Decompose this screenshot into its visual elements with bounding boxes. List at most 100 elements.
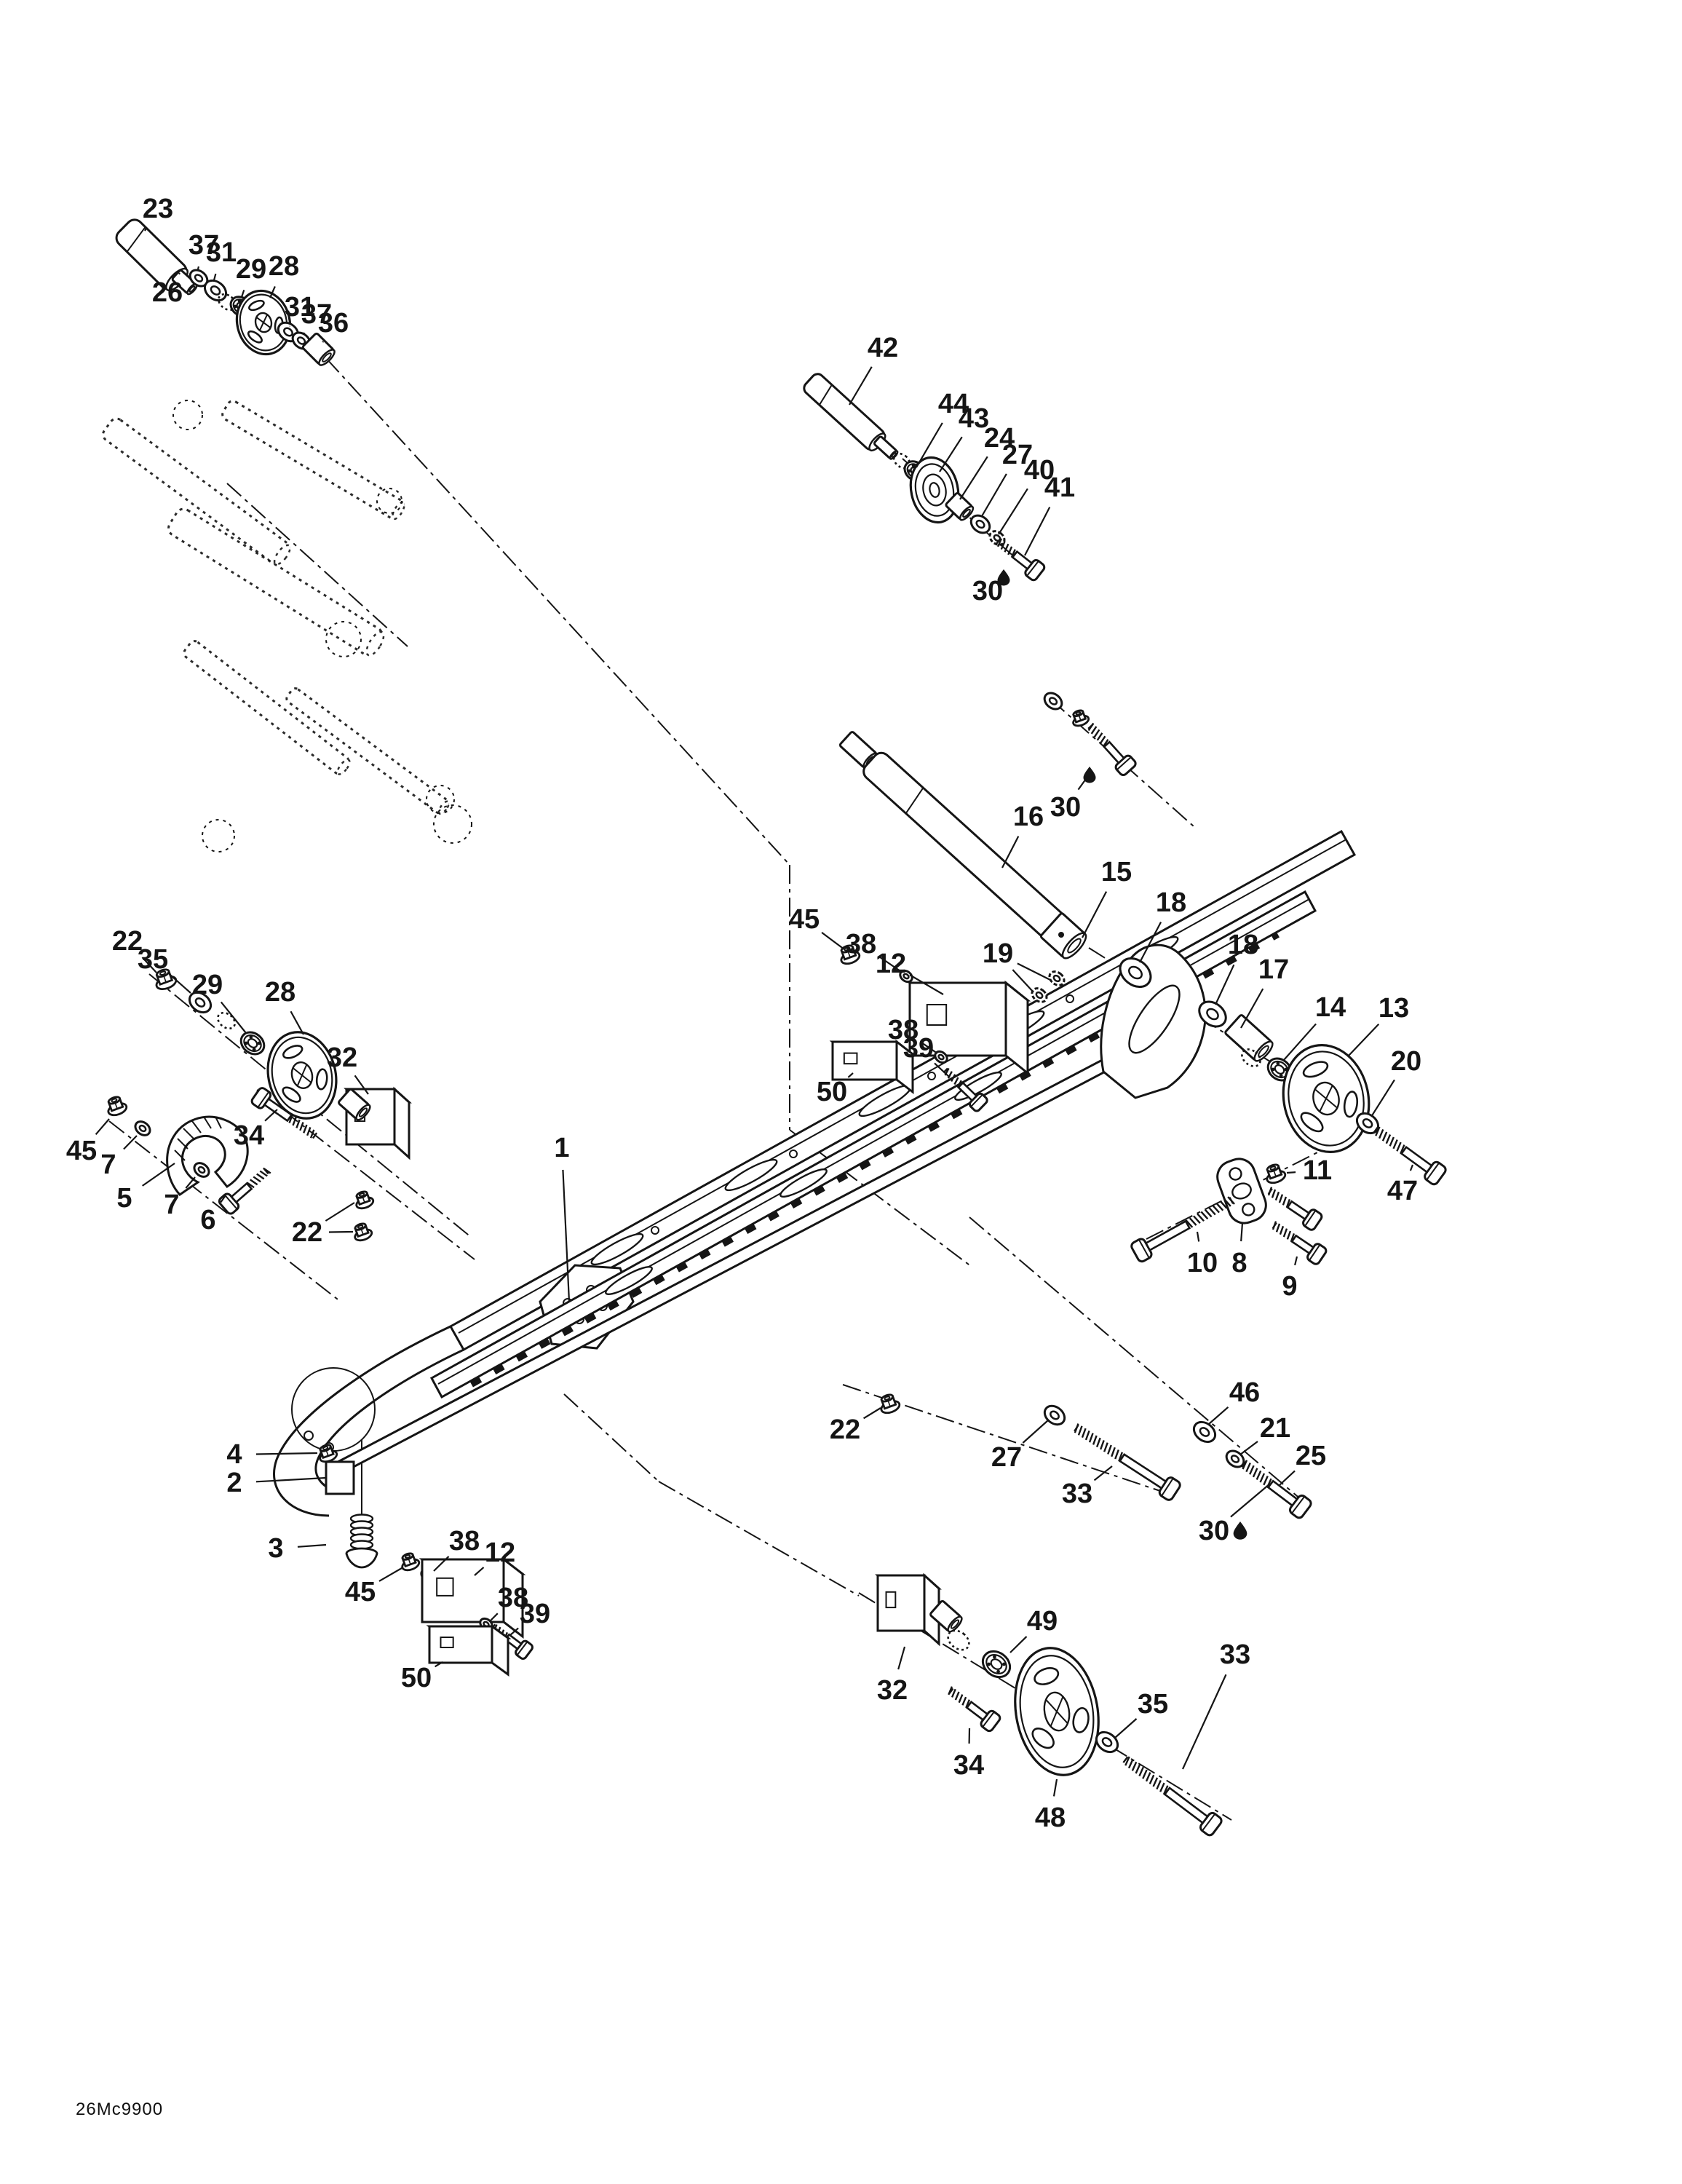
- leader-line: [144, 227, 148, 232]
- washer-18a: [1119, 957, 1152, 989]
- part-number-label: 34: [953, 1750, 984, 1781]
- leader-line: [939, 436, 963, 472]
- leader-line: [325, 1202, 355, 1222]
- part-number-label: 22: [112, 926, 143, 957]
- part-number-label: 7: [164, 1190, 179, 1220]
- nut-11: [1266, 1163, 1287, 1184]
- idler-wheel-28b: [266, 1031, 338, 1120]
- part-number-label: 39: [520, 1599, 550, 1629]
- part-number-label: 42: [868, 333, 898, 363]
- part-number-label: 21: [1260, 1413, 1290, 1444]
- leader-line: [998, 488, 1028, 535]
- part-number-label: 27: [991, 1442, 1022, 1473]
- snap-ring: [218, 293, 237, 312]
- part-number-label: 16: [1013, 802, 1044, 832]
- leader-line: [1000, 576, 1005, 580]
- part-number-label: 38: [498, 1583, 528, 1613]
- part-number-label: 41: [1044, 472, 1075, 503]
- part-number-label: 30: [972, 576, 1003, 606]
- snap-ring: [217, 1011, 236, 1030]
- part-number-label: 9: [1282, 1271, 1297, 1302]
- leader-line: [435, 1661, 443, 1668]
- stopper-block-12b: [418, 1556, 526, 1639]
- leader-line: [916, 422, 943, 468]
- leader-line: [1093, 1465, 1113, 1481]
- leader-line: [821, 932, 845, 950]
- part-number-label: 32: [877, 1675, 908, 1706]
- leader-line: [168, 973, 191, 994]
- leader-line: [1283, 1023, 1317, 1061]
- bolt-9b: [1272, 1221, 1328, 1265]
- leader-line: [123, 1135, 138, 1150]
- washer-27r: [1043, 692, 1063, 711]
- locknut-45c: [401, 1552, 421, 1572]
- locknut-40r: [1072, 709, 1090, 727]
- leader-line: [322, 341, 324, 343]
- part-number-label: 7: [100, 1150, 116, 1180]
- snap-ring: [1241, 1048, 1261, 1067]
- leader-line: [213, 273, 217, 281]
- rail-front-tip-inner: [314, 1348, 464, 1494]
- rail-rivet: [789, 1150, 798, 1158]
- part-number-label: 31: [206, 237, 237, 268]
- part-number-label: 2: [226, 1468, 242, 1498]
- rail-rivet: [651, 1226, 659, 1235]
- leader-line: [562, 1169, 571, 1302]
- part-number-label: 20: [1391, 1046, 1421, 1077]
- part-number-label: 30: [1050, 792, 1081, 823]
- part-number-label: 8: [1231, 1248, 1247, 1278]
- leader-line: [1370, 1079, 1395, 1117]
- ghost-joint: [376, 488, 402, 514]
- bushing-32a: [338, 1088, 371, 1121]
- leader-line: [474, 1567, 485, 1576]
- leader-line: [863, 1407, 881, 1420]
- leader-line: [1208, 1406, 1229, 1425]
- part-number-label: 45: [66, 1136, 97, 1166]
- leader-line: [1230, 1483, 1271, 1518]
- ghost-wheel-hint: [433, 804, 472, 844]
- bearing-29b: [239, 1031, 266, 1056]
- rubber-stopper-5: [166, 1115, 249, 1196]
- part-number-label: 28: [269, 251, 299, 282]
- part-number-label: 6: [200, 1205, 215, 1235]
- part-number-label: 50: [817, 1077, 847, 1107]
- part-number-label: 18: [1228, 930, 1258, 960]
- part-number-label: 26: [152, 277, 183, 308]
- leader-line: [909, 974, 944, 995]
- pivot-block-32b: [875, 1572, 942, 1647]
- locknut-45b: [840, 944, 861, 965]
- washer-19b: [1031, 987, 1048, 1003]
- part-number-label: 10: [1187, 1248, 1218, 1278]
- part-number-label: 33: [1220, 1639, 1250, 1670]
- spacer-24: [945, 492, 975, 521]
- leader-line: [354, 1075, 369, 1095]
- part-number-label: 15: [1101, 857, 1132, 887]
- rail-slot: [590, 1233, 644, 1266]
- nut-22b2: [354, 1222, 373, 1242]
- leader-line: [1009, 1636, 1028, 1653]
- leader-line: [178, 272, 181, 275]
- washer-20: [1355, 1112, 1380, 1135]
- part-number-label: 14: [1315, 992, 1346, 1023]
- rail-rivet: [1066, 994, 1074, 1003]
- part-number-label: 38: [888, 1015, 919, 1045]
- leader-line: [1294, 1256, 1298, 1266]
- part-number-label: 22: [292, 1217, 322, 1248]
- leader-line: [95, 1118, 110, 1136]
- leader-line: [255, 1476, 327, 1483]
- part-number-label: 45: [789, 904, 820, 935]
- part-number-label: 37: [189, 230, 219, 261]
- part-number-label: 46: [1229, 1377, 1260, 1408]
- slider-block-50a: [829, 1039, 916, 1095]
- bolt-9a: [1267, 1187, 1323, 1231]
- leader-line: [1279, 1470, 1296, 1486]
- leader-line: [264, 1109, 278, 1122]
- part-number-label: 28: [265, 977, 295, 1008]
- part-number-label: 24: [984, 423, 1015, 454]
- ghost-joint: [325, 621, 362, 657]
- rear-bracket-slot: [1128, 984, 1181, 1054]
- spacer-36: [301, 332, 336, 366]
- part-number-label: 22: [830, 1415, 860, 1445]
- ghost-cross-tube: [167, 507, 385, 657]
- part-number-label: 38: [449, 1526, 480, 1556]
